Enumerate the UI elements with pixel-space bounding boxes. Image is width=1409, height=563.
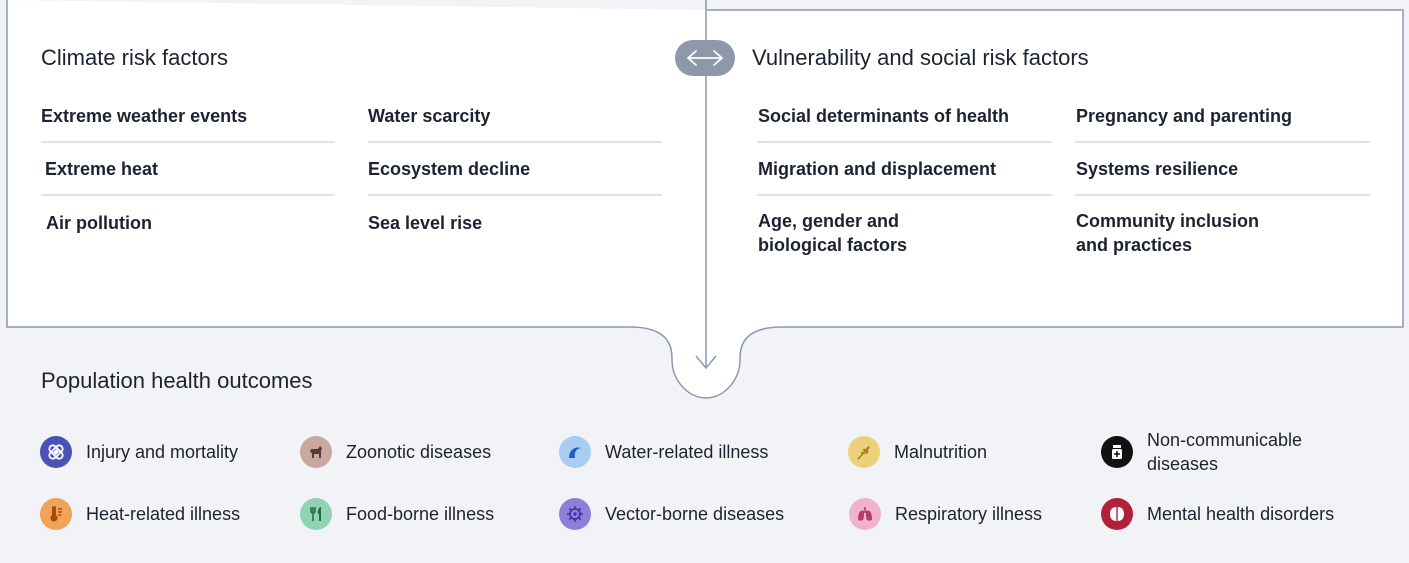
climate-factor: Air pollution [46, 213, 152, 233]
outcome-label: Malnutrition [894, 442, 988, 462]
outcome-label: Non-communicable diseases [1147, 430, 1303, 474]
climate-factor: Extreme weather events [41, 106, 248, 126]
climate-factor: Extreme heat [45, 159, 159, 179]
outcome-label: Heat-related illness [86, 504, 241, 524]
bidirectional-arrow-icon [675, 40, 735, 76]
social-factor: Community inclusion and practices [1076, 211, 1260, 255]
outcome-label: Food-borne illness [346, 504, 495, 524]
climate-factor: Sea level rise [368, 213, 483, 233]
outcome-label: Respiratory illness [895, 504, 1043, 524]
outcome-label: Mental health disorders [1147, 504, 1335, 524]
outcome-item: Mental health disorders [1101, 498, 1334, 530]
brain-icon [1101, 498, 1133, 530]
outcome-item: Zoonotic diseases [300, 436, 491, 468]
outcome-item: Injury and mortality [40, 436, 238, 468]
social-risk-title: Vulnerability and social risk factors [752, 45, 1089, 70]
outcomes-title: Population health outcomes [41, 368, 313, 393]
animal-icon [300, 436, 332, 468]
outcome-item: Water-related illness [559, 436, 768, 468]
social-factor: Social determinants of health [758, 106, 1010, 126]
outcome-label: Injury and mortality [86, 442, 239, 462]
grain-icon [848, 436, 880, 468]
virus-icon [559, 498, 591, 530]
outcome-item: Non-communicable diseases [1101, 428, 1302, 476]
wave-icon [559, 436, 591, 468]
lungs-icon [849, 498, 881, 530]
outcome-item: Malnutrition [848, 436, 987, 468]
social-factor: Age, gender and biological factors [758, 211, 908, 255]
outcome-label: Water-related illness [605, 442, 769, 462]
climate-risk-title: Climate risk factors [41, 45, 229, 70]
medicine-bottle-icon [1101, 436, 1133, 468]
fork-knife-icon [300, 498, 332, 530]
risk-panel-frame [6, 0, 1404, 399]
climate-factor: Ecosystem decline [368, 159, 531, 179]
social-factor: Pregnancy and parenting [1076, 106, 1293, 126]
outcome-item: Vector-borne diseases [559, 498, 784, 530]
thermometer-icon [40, 498, 72, 530]
outcome-item: Heat-related illness [40, 498, 240, 530]
outcome-item: Food-borne illness [300, 498, 494, 530]
outcome-item: Respiratory illness [849, 498, 1042, 530]
outcome-label: Zoonotic diseases [346, 442, 492, 462]
climate-factor: Water scarcity [368, 106, 491, 126]
outcome-label: Vector-borne diseases [605, 504, 785, 524]
social-factor: Systems resilience [1076, 159, 1239, 179]
down-arrow-head [695, 355, 717, 370]
social-factor: Migration and displacement [758, 159, 997, 179]
bandage-icon [40, 436, 72, 468]
